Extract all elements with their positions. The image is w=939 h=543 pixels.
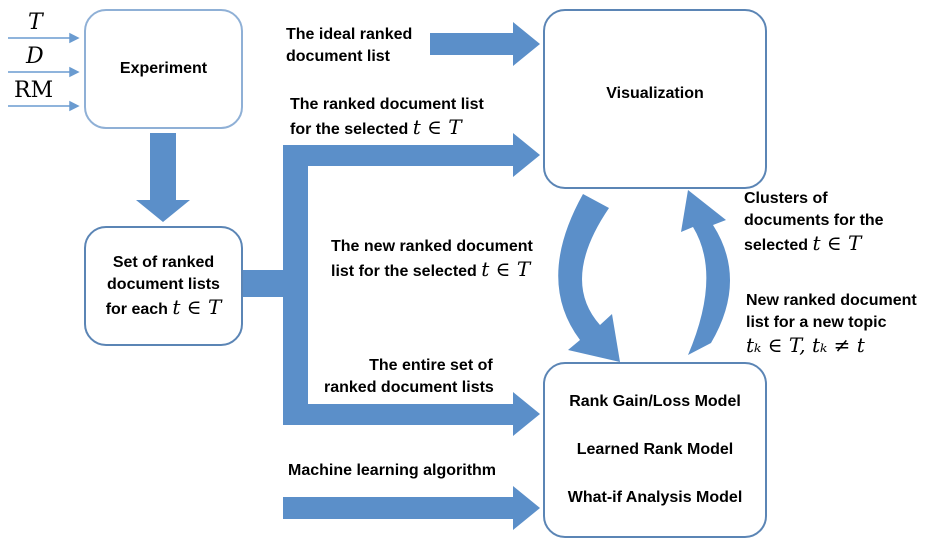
experiment-label: Experiment: [119, 60, 208, 77]
model-learned-rank: Learned Rank Model: [576, 441, 734, 458]
set-line1: Set of ranked: [112, 253, 215, 271]
model-what-if: What-if Analysis Model: [567, 489, 743, 506]
clusters-math: t ∈ T: [812, 231, 862, 255]
input-arrows: [8, 32, 80, 112]
new-math: t ∈ T: [481, 257, 531, 281]
visualization-box: Visualization: [543, 9, 767, 189]
ml-algorithm-label: Machine learning algorithm: [288, 462, 497, 479]
input-t-label: T: [28, 10, 43, 35]
arrow-ml: [283, 486, 540, 530]
ranked-math: t ∈ T: [412, 115, 462, 139]
set-math: t ∈ T: [172, 294, 222, 319]
input-rm-label: RM: [14, 78, 54, 103]
models-box: Rank Gain/Loss Model Learned Rank Model …: [543, 362, 767, 538]
arrow-curve-down: [558, 194, 620, 362]
ranked-lists-box: Set of ranked document lists for each t …: [84, 226, 243, 346]
visualization-label: Visualization: [606, 85, 704, 102]
arrow-branch-trunk: [243, 133, 540, 436]
thick-arrows: [136, 22, 731, 530]
input-d-label: D: [26, 44, 44, 69]
model-rank-gain-loss: Rank Gain/Loss Model: [569, 393, 741, 410]
arrow-ideal: [430, 22, 540, 66]
set-line2: document lists: [107, 275, 220, 293]
arrow-curve-up: [681, 190, 731, 355]
experiment-box: Experiment: [84, 9, 243, 129]
new-topic-math: tₖ ∈ T, tₖ ≠ t: [746, 333, 865, 357]
arrow-experiment-to-set: [136, 133, 190, 222]
set-line3: for each: [105, 300, 168, 318]
